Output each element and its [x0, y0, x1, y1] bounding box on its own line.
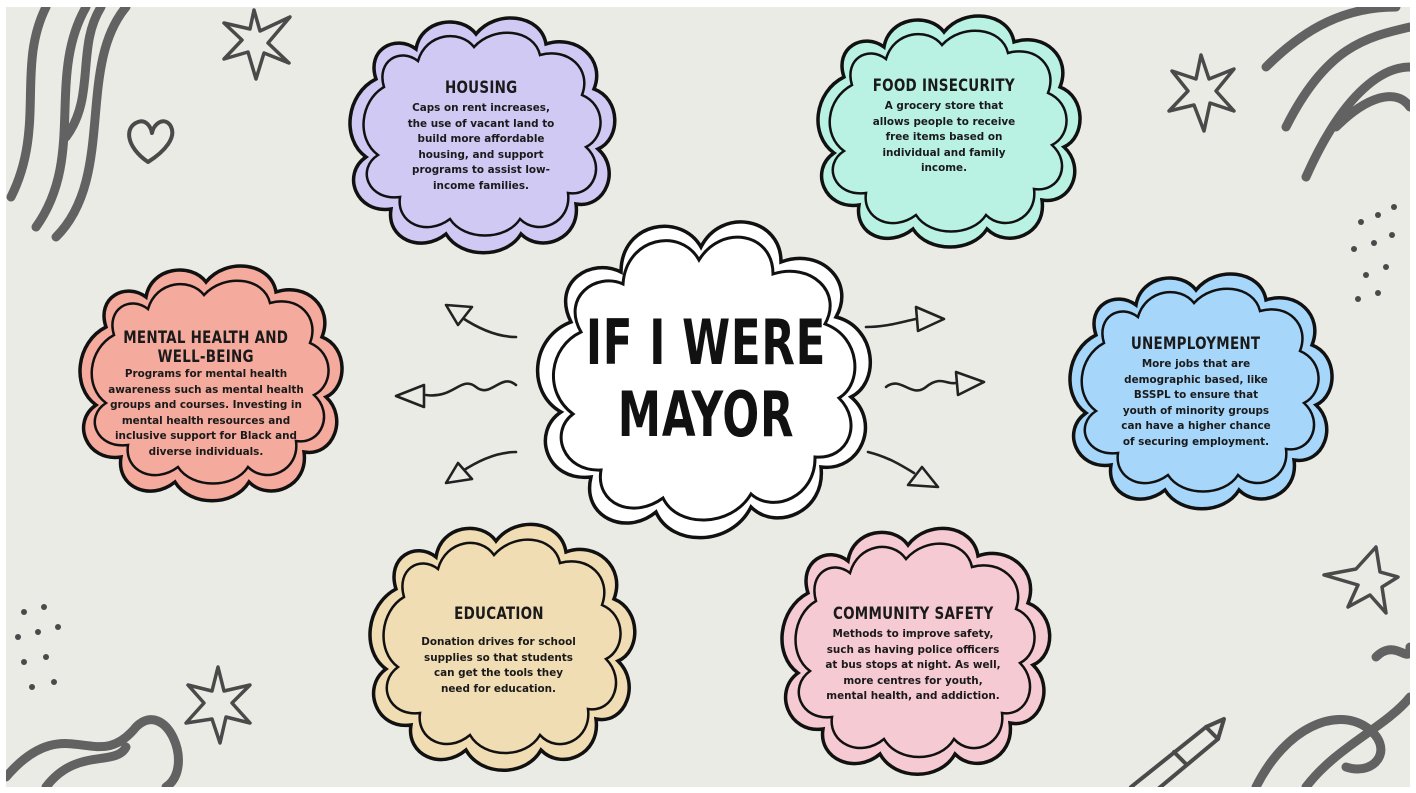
food-insecurity-title: FOOD INSECURITY [872, 76, 1016, 96]
arrow-down-left [459, 450, 518, 474]
central-cloud-shape [535, 220, 873, 540]
safety-cloud-shape [780, 526, 1052, 776]
star-doodle-right [1322, 545, 1400, 615]
dot-pattern-right [1351, 204, 1397, 302]
community-safety-title: COMMUNITY SAFETY [832, 604, 994, 624]
heart-doodle [127, 119, 175, 164]
mental-health-card: MENTAL HEALTH AND WELL-BEING Programs fo… [66, 257, 346, 507]
scribble-bottom-left [6, 715, 183, 787]
unemployment-card: UNEMPLOYMENT More jobs that are demograp… [1056, 265, 1336, 515]
food-cloud-shape [816, 14, 1082, 249]
central-cloud [511, 202, 901, 562]
arrow-down-right [866, 450, 916, 475]
housing-body: Caps on rent increases, the use of vacan… [407, 102, 555, 192]
unemployment-title: UNEMPLOYMENT [1131, 334, 1261, 354]
education-cloud-shape [368, 522, 637, 772]
housing-title: HOUSING [444, 78, 518, 98]
food-insecurity-body: A grocery store that allows people to re… [872, 100, 1016, 175]
unemployment-cloud-shape [1068, 272, 1334, 511]
mental-health-cloud-shape [78, 264, 344, 503]
housing-card: HOUSING Caps on rent increases, the use … [336, 9, 626, 259]
pencil-doodle [1129, 717, 1226, 787]
scribble-top-left [6, 7, 131, 242]
star-doodle-top-left [222, 8, 292, 81]
arrow-right [884, 379, 958, 392]
dot-pattern-left [15, 604, 61, 690]
mental-health-body: Programs for mental health awareness suc… [108, 368, 304, 458]
scribble-top-right [1261, 7, 1410, 182]
title-line-1: IF I WERE [585, 306, 827, 379]
star-doodle-top-right [1167, 53, 1236, 133]
arrow-left [424, 380, 518, 397]
poster-board: IF I WERE MAYOR HOUSING Caps on rent inc… [6, 7, 1410, 787]
page-title: IF I WERE MAYOR [566, 307, 847, 451]
background-doodles [6, 7, 1410, 787]
community-safety-card: COMMUNITY SAFETY Methods to improve safe… [768, 519, 1058, 781]
education-card: EDUCATION Donation drives for school sup… [356, 515, 641, 777]
connector-arrows [394, 303, 986, 489]
mental-health-title: MENTAL HEALTH AND WELL-BEING [123, 328, 289, 367]
title-line-2: MAYOR [617, 378, 795, 451]
food-insecurity-card: FOOD INSECURITY A grocery store that all… [804, 7, 1084, 252]
arrow-up-right [864, 317, 918, 329]
community-safety-body: Methods to improve safety, such as havin… [825, 628, 1001, 703]
unemployment-body: More jobs that are demographic based, li… [1121, 358, 1271, 448]
star-doodle-bottom-left [184, 665, 252, 745]
housing-cloud-shape [348, 16, 617, 255]
scribble-bottom-right [1251, 642, 1410, 787]
arrow-up-left [459, 315, 518, 339]
education-body: Donation drives for school supplies so t… [421, 636, 576, 695]
education-title: EDUCATION [453, 604, 544, 624]
